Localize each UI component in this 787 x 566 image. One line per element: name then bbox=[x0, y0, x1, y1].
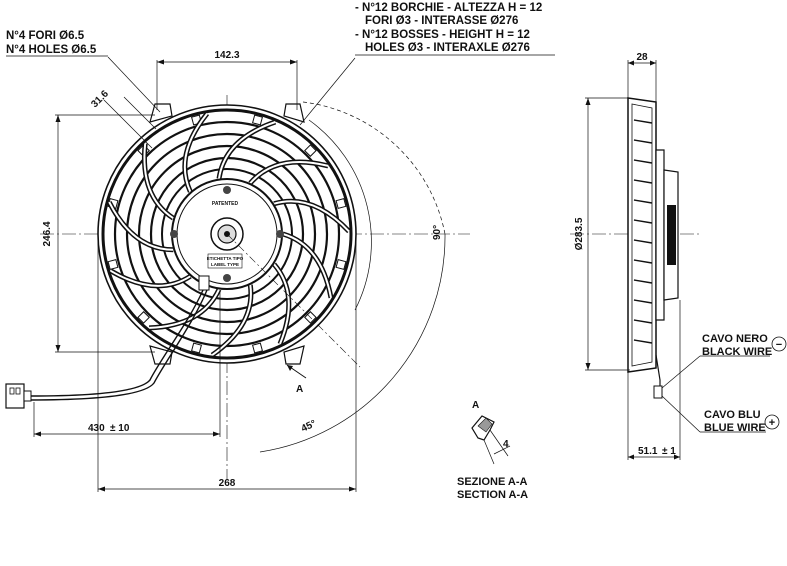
notes: N°4 FORI Ø6.5 N°4 HOLES Ø6.5 - N°12 BORC… bbox=[6, 2, 555, 57]
svg-text:A: A bbox=[472, 400, 479, 411]
black-wire-it: CAVO NERO bbox=[702, 333, 768, 345]
dim-depth-top: 28 bbox=[627, 52, 657, 102]
blade-highlight bbox=[273, 200, 350, 233]
blade-highlight bbox=[211, 284, 252, 356]
svg-text:± 1: ± 1 bbox=[662, 446, 676, 457]
black-wire-en: BLACK WIRE bbox=[702, 346, 772, 358]
cable bbox=[5, 275, 210, 409]
side-rib bbox=[633, 139, 653, 144]
bosses-leader bbox=[299, 57, 356, 126]
wire-terminal bbox=[653, 385, 663, 399]
bosses-note-en-1: - N°12 BOSSES - HEIGHT H = 12 bbox=[355, 29, 530, 41]
boss bbox=[251, 114, 264, 126]
side-rib bbox=[633, 259, 653, 264]
bosses-note-en-2: HOLES Ø3 - INTERAXLE Ø276 bbox=[365, 42, 530, 54]
side-rib bbox=[633, 339, 653, 344]
blue-wire-callout: CAVO BLU BLUE WIRE + bbox=[661, 395, 780, 434]
side-rib bbox=[633, 119, 653, 124]
hub-screw-right bbox=[276, 230, 284, 238]
dim-depth-bottom: 51.1 ± 1 bbox=[627, 300, 681, 460]
side-rib bbox=[633, 279, 653, 284]
dim-overall-width: 268 bbox=[97, 240, 357, 492]
bosses-note-it-1: - N°12 BORCHIE - ALTEZZA H = 12 bbox=[355, 2, 542, 14]
svg-text:A: A bbox=[296, 384, 303, 395]
section-title-it: SEZIONE A-A bbox=[457, 476, 528, 488]
boss bbox=[304, 144, 317, 157]
dim-height: 246.4 bbox=[42, 114, 155, 353]
section-title-en: SECTION A-A bbox=[457, 489, 528, 501]
holes-note-en: N°4 HOLES Ø6.5 bbox=[6, 44, 97, 56]
section-detail: 4 A SEZIONE A-A SECTION A-A bbox=[457, 400, 528, 501]
svg-text:−: − bbox=[776, 339, 782, 351]
angle-90: 90° bbox=[259, 101, 446, 453]
boss bbox=[107, 258, 119, 271]
holes-leader bbox=[107, 56, 161, 113]
svg-text:4: 4 bbox=[503, 439, 509, 450]
svg-text:51.1: 51.1 bbox=[638, 446, 658, 457]
boss bbox=[137, 311, 150, 324]
type-label-it: ETICHETTA TIPO bbox=[207, 256, 244, 261]
blade-highlight bbox=[273, 263, 290, 345]
blue-wire-en: BLUE WIRE bbox=[704, 422, 766, 434]
cable-gland bbox=[198, 275, 210, 291]
dim-top-width: 142.3 bbox=[156, 50, 298, 110]
side-rib bbox=[633, 179, 653, 184]
side-rib bbox=[633, 199, 653, 204]
blade-group bbox=[106, 112, 351, 358]
side-rib bbox=[633, 319, 653, 324]
connector-icon bbox=[5, 383, 25, 409]
blade-highlight bbox=[183, 112, 208, 193]
side-rib bbox=[633, 159, 653, 164]
side-view: 28 Ø283.5 51.1 ± 1 CAVO NERO BLACK WIRE bbox=[570, 52, 787, 460]
blade-highlight bbox=[143, 143, 174, 220]
svg-text:268: 268 bbox=[219, 478, 236, 489]
minus-icon bbox=[771, 336, 787, 352]
side-ribs bbox=[633, 119, 653, 344]
hub-screw-top bbox=[223, 186, 231, 194]
type-label-en: LABEL TYPE bbox=[211, 262, 239, 267]
patented-label: PATENTED bbox=[212, 201, 239, 207]
svg-text:± 10: ± 10 bbox=[110, 423, 130, 434]
black-wire-callout: CAVO NERO BLACK WIRE − bbox=[661, 333, 787, 389]
boss bbox=[335, 197, 347, 210]
motor-core bbox=[667, 205, 676, 265]
holes-note-it: N°4 FORI Ø6.5 bbox=[6, 30, 85, 42]
mounting-ears bbox=[149, 103, 305, 365]
hub-screw-bottom bbox=[223, 274, 231, 282]
front-view: PATENTED ETICHETTA TIPO LABEL TYPE 142.3 bbox=[5, 50, 470, 492]
svg-text:+: + bbox=[769, 417, 775, 429]
boss bbox=[190, 342, 203, 354]
svg-text:31.6: 31.6 bbox=[89, 88, 111, 110]
boss bbox=[335, 258, 347, 271]
blade-highlight bbox=[110, 269, 191, 287]
svg-text:Ø283.5: Ø283.5 bbox=[574, 217, 585, 250]
svg-text:90°: 90° bbox=[432, 225, 443, 240]
side-rib bbox=[633, 299, 653, 304]
svg-text:45°: 45° bbox=[300, 418, 318, 434]
blade-highlight bbox=[218, 121, 276, 179]
hub-screw-left bbox=[170, 230, 178, 238]
blade-highlight bbox=[249, 160, 329, 184]
dim-diameter: Ø283.5 bbox=[574, 97, 630, 371]
svg-text:28: 28 bbox=[636, 52, 648, 63]
svg-text:142.3: 142.3 bbox=[214, 50, 239, 61]
side-rib bbox=[633, 239, 653, 244]
type-label-box bbox=[207, 253, 243, 269]
blue-wire-it: CAVO BLU bbox=[704, 409, 761, 421]
bosses-note-it-2: FORI Ø3 - INTERASSE Ø276 bbox=[365, 15, 518, 27]
inner-ring bbox=[101, 108, 353, 360]
side-rib bbox=[633, 219, 653, 224]
section-marker: A bbox=[286, 364, 307, 395]
blade-highlight bbox=[282, 233, 332, 298]
blade-highlight bbox=[108, 201, 174, 251]
boss bbox=[251, 342, 264, 354]
svg-text:430: 430 bbox=[88, 423, 105, 434]
svg-text:246.4: 246.4 bbox=[42, 221, 53, 246]
plus-icon bbox=[764, 414, 780, 430]
dim-cable-length: 430 ± 10 bbox=[33, 290, 221, 437]
